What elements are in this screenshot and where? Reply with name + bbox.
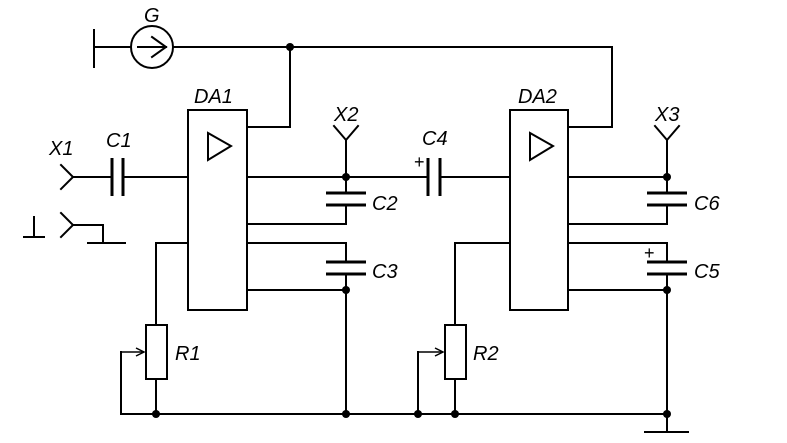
ground-connector bbox=[23, 211, 126, 244]
label-da1: DA1 bbox=[194, 86, 233, 108]
power-rail bbox=[246, 43, 613, 128]
amplifier-da1: DA1 bbox=[187, 86, 248, 311]
capacitor-c4: + C4 bbox=[414, 128, 511, 196]
da1-output: X2 bbox=[246, 104, 428, 181]
capacitor-c3: C3 bbox=[246, 242, 398, 415]
connector-icon bbox=[59, 163, 75, 191]
label-x1: X1 bbox=[48, 138, 73, 160]
label-r2: R2 bbox=[473, 343, 499, 365]
opamp-triangle-icon bbox=[207, 131, 233, 162]
current-source-g: G bbox=[93, 5, 613, 69]
connector-icon bbox=[332, 124, 360, 142]
potentiometer-icon bbox=[444, 324, 467, 380]
polarity-c4: + bbox=[414, 152, 425, 172]
label-c4: C4 bbox=[422, 128, 448, 150]
capacitor-c1: C1 bbox=[106, 130, 189, 196]
label-x3: X3 bbox=[654, 104, 679, 126]
potentiometer-r2: R2 bbox=[417, 242, 511, 415]
label-x2: X2 bbox=[333, 104, 358, 126]
label-c5: C5 bbox=[694, 261, 720, 283]
label-da2: DA2 bbox=[518, 86, 557, 108]
amplifier-da2: DA2 bbox=[509, 86, 569, 311]
potentiometer-icon bbox=[145, 324, 168, 380]
capacitor-c6: C6 bbox=[567, 191, 720, 225]
capacitor-c2: C2 bbox=[246, 176, 398, 225]
label-g: G bbox=[144, 5, 160, 27]
opamp-triangle-icon bbox=[529, 131, 555, 162]
potentiometer-r1: R1 bbox=[120, 242, 201, 415]
input-x1: X1 bbox=[48, 138, 112, 191]
label-r1: R1 bbox=[175, 343, 201, 365]
polarity-c5: + bbox=[644, 243, 655, 263]
connector-icon bbox=[653, 124, 681, 142]
label-c3: C3 bbox=[372, 261, 398, 283]
da2-output: X3 bbox=[567, 104, 681, 194]
capacitor-c5: + C5 bbox=[567, 242, 720, 415]
ground-bus bbox=[120, 410, 689, 433]
connector-icon bbox=[59, 211, 75, 239]
label-c6: C6 bbox=[694, 193, 720, 215]
label-c1: C1 bbox=[106, 130, 132, 152]
label-c2: C2 bbox=[372, 193, 398, 215]
